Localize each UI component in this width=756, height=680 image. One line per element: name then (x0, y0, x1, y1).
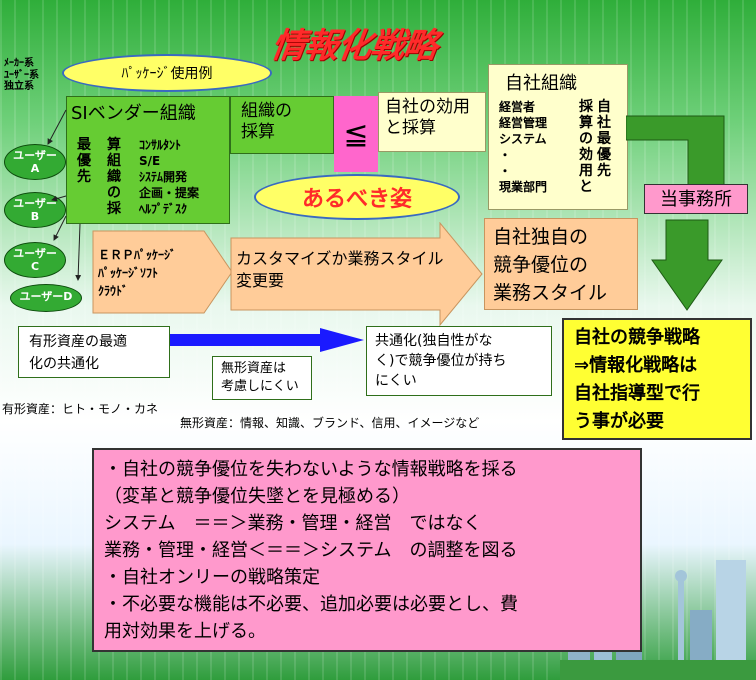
si-vendor-col2: 算 組 織 の 採 (107, 137, 121, 217)
unique-style-box: 自社独自の 競争優位の 業務スタイル (484, 218, 638, 310)
tangible-box: 有形資産の最適 化の共通化 (18, 326, 170, 378)
blue-arrow-icon (170, 328, 364, 352)
si-vendor-title: SIベンダー組織 (71, 103, 196, 124)
user-d: ユーザーD (10, 284, 82, 312)
intangible-definition: 無形資産：情報、知識、ブランド、信用、イメージなど (180, 416, 480, 430)
self-benefit-box: 自社の効用 と採算 (378, 92, 486, 152)
user-c: ユーザー C (4, 242, 66, 278)
down-arrow-icon (626, 115, 725, 311)
package-example-oval: ﾊﾟｯｹｰｼﾞ使用例 (62, 54, 272, 92)
office-box: 当事務所 (644, 184, 748, 214)
erp-label: ＥＲＰﾊﾟｯｹｰｼﾞ ﾊﾟｯｹｰｼﾞｿﾌﾄ ｸﾗｳﾄﾞ (98, 248, 177, 298)
ideal-oval: あるべき姿 (254, 174, 460, 220)
competitive-strategy-box: 自社の競争戦略 ⇒情報化戦略は 自社指導型で行 う事が必要 (562, 318, 752, 440)
leq-symbol: ≦ (343, 116, 369, 152)
tangible-definition: 有形資産：ヒト・モノ・カネ (2, 402, 159, 416)
summary-box: ・自社の競争優位を失わないような情報戦略を採る （変革と競争優位失墜とを見極める… (92, 448, 642, 652)
own-org-list: 経営者 経営管理 システム ・ ・ 現業部門 (499, 100, 548, 194)
si-vendor-box: SIベンダー組織 最 優 先 算 組 織 の 採 ｺﾝｻﾙﾀﾝﾄ S/E ｼｽﾃ… (66, 96, 230, 224)
intangible-note-box: 無形資産は 考慮しにくい (212, 356, 312, 400)
vendor-user-arrows (47, 109, 82, 281)
ideal-label: あるべき姿 (301, 187, 412, 212)
own-org-side2: 採 算 の 効 用 と (579, 99, 593, 195)
page-title: 情報化戦略 (268, 26, 440, 66)
user-a: ユーザー A (4, 144, 66, 180)
own-org-box: 自社組織 経営者 経営管理 システム ・ ・ 現業部門 自 社 最 優 先 採 … (488, 64, 628, 210)
common-box: 共通化(独自性がな く)で競争優位が持ち にくい (366, 326, 552, 396)
si-vendor-roles: ｺﾝｻﾙﾀﾝﾄ S/E ｼｽﾃﾑ開発 企画・提案 ﾍﾙﾌﾟﾃﾞｽｸ (139, 138, 200, 216)
own-org-side: 自 社 最 優 先 (597, 99, 611, 179)
package-example-label: ﾊﾟｯｹｰｼﾞ使用例 (121, 66, 213, 82)
own-org-title: 自社組織 (505, 73, 577, 94)
leq-box: ≦ (334, 96, 378, 172)
org-adoption-box: 組織の 採算 (230, 96, 334, 154)
vendor-type-labels: ﾒｰｶｰ系 ﾕｰｻﾞｰ系 独立系 (4, 58, 39, 92)
si-vendor-col1: 最 優 先 (77, 137, 91, 185)
erp-arrow-shape (92, 230, 233, 314)
customize-label: カスタマイズか業務スタイル 変更要 (236, 249, 444, 290)
customize-arrow-shape (230, 222, 483, 326)
